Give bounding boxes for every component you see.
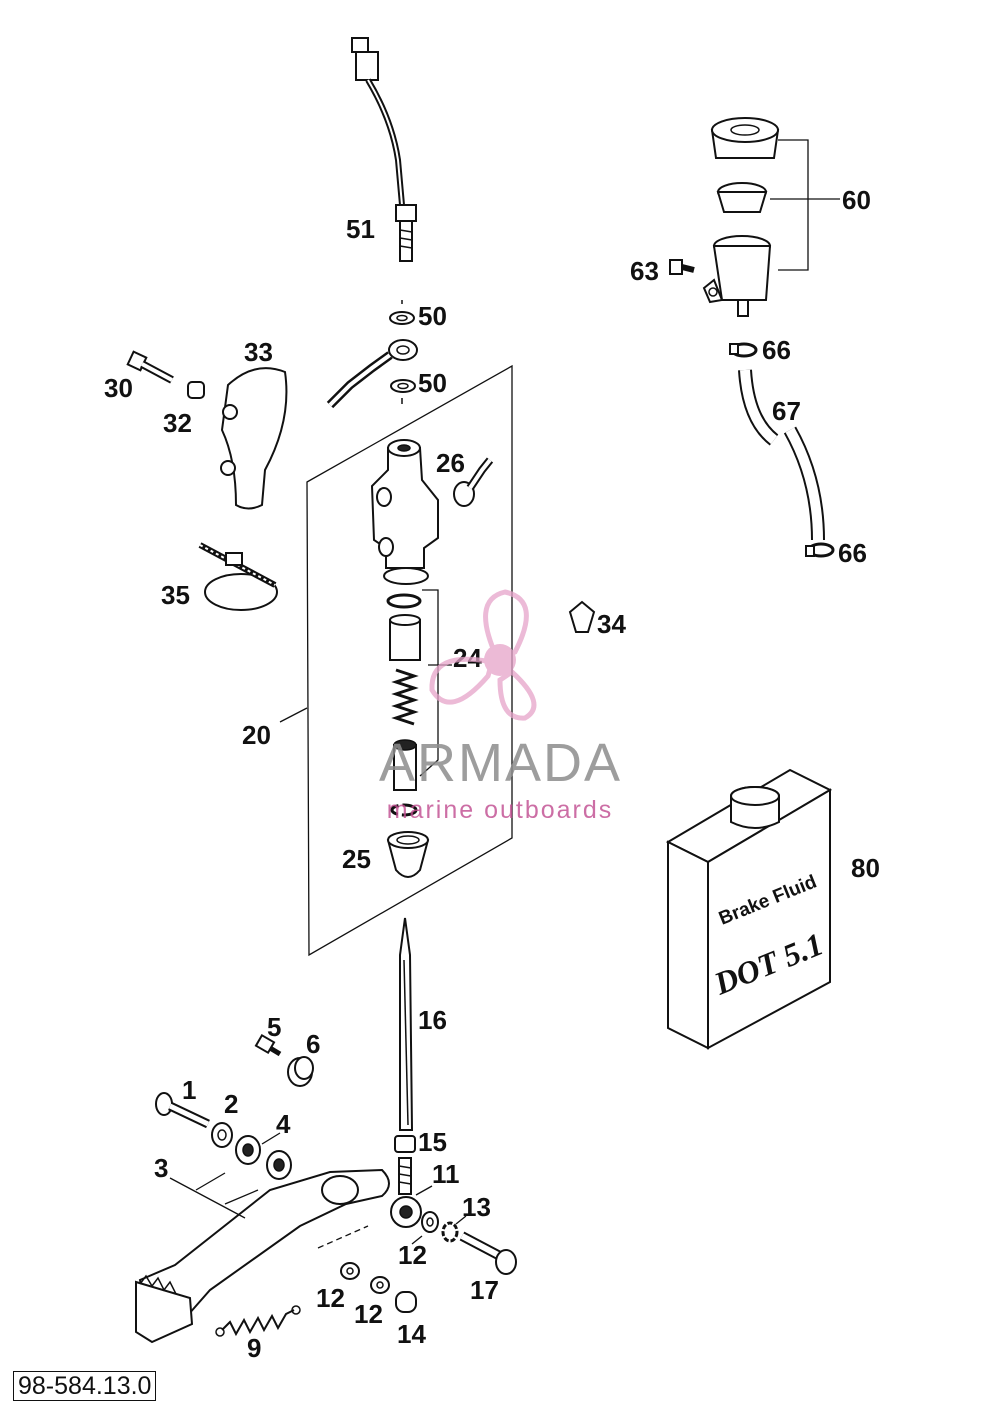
part-14-nut bbox=[395, 1291, 417, 1313]
callout-6: 6 bbox=[306, 1029, 320, 1059]
callout-32: 32 bbox=[163, 408, 192, 438]
part-12-washer-lower-left bbox=[340, 1262, 360, 1280]
part-32-nut bbox=[187, 381, 205, 399]
callout-17: 17 bbox=[470, 1275, 499, 1305]
part-17-bolt bbox=[459, 1231, 517, 1275]
part-66-hose-clamp-top bbox=[729, 342, 758, 358]
part-12-washer-lower-right bbox=[370, 1276, 390, 1294]
callout-66-top: 66 bbox=[762, 335, 791, 365]
callout-14: 14 bbox=[397, 1319, 426, 1349]
part-25-dust-boot bbox=[386, 831, 430, 878]
part-24-piston-kit bbox=[386, 589, 452, 817]
callout-67: 67 bbox=[772, 396, 801, 426]
part-11-clevis bbox=[390, 1157, 433, 1228]
callout-30: 30 bbox=[104, 373, 133, 403]
part-51-brake-light-switch bbox=[351, 37, 417, 262]
propeller-icon bbox=[429, 589, 537, 721]
callout-63: 63 bbox=[630, 256, 659, 286]
part-26-elbow-fitting bbox=[453, 457, 494, 507]
part-50-sealing-washers bbox=[389, 300, 416, 404]
callout-5: 5 bbox=[267, 1012, 281, 1042]
part-33-heel-guard bbox=[220, 367, 288, 510]
watermark-brand-name: ARMADA bbox=[378, 733, 623, 793]
callout-15: 15 bbox=[418, 1127, 447, 1157]
part-67-hose bbox=[738, 369, 825, 541]
master-cylinder-body bbox=[370, 439, 439, 585]
callout-20: 20 bbox=[242, 720, 271, 750]
part-66-hose-clamp-bottom bbox=[805, 542, 835, 558]
callout-9: 9 bbox=[247, 1333, 261, 1363]
callout-51: 51 bbox=[346, 214, 375, 244]
callout-33: 33 bbox=[244, 337, 273, 367]
callout-1: 1 bbox=[182, 1075, 196, 1105]
part-30-bolt bbox=[126, 350, 174, 384]
callout-12-lower-right: 12 bbox=[354, 1299, 383, 1329]
callout-50-bottom: 50 bbox=[418, 368, 447, 398]
assembly-guide-line bbox=[317, 1225, 369, 1249]
part-1-pivot-bolt bbox=[155, 1092, 210, 1129]
part-5-screw bbox=[254, 1033, 282, 1057]
part-6-bushing bbox=[287, 1056, 314, 1087]
callout-4: 4 bbox=[276, 1109, 291, 1139]
watermark-subtitle: marine outboards bbox=[386, 796, 614, 824]
part-3-brake-pedal bbox=[135, 1168, 390, 1344]
callout-35: 35 bbox=[161, 580, 190, 610]
part-12-washer-upper bbox=[411, 1211, 439, 1245]
callout-12-lower-left: 12 bbox=[316, 1283, 345, 1313]
document-number: 98-584.13.0 bbox=[13, 1371, 157, 1401]
callout-2: 2 bbox=[224, 1089, 238, 1119]
callout-12-upper: 12 bbox=[398, 1240, 427, 1270]
callout-25: 25 bbox=[342, 844, 371, 874]
callout-34: 34 bbox=[597, 609, 626, 639]
part-63-screw bbox=[669, 259, 695, 275]
part-15-nut bbox=[394, 1135, 416, 1153]
banjo-hose-fitting bbox=[326, 339, 418, 409]
part-16-push-rod bbox=[399, 917, 414, 1131]
part-35-cable-tie bbox=[198, 542, 278, 611]
part-4-bearings bbox=[235, 1132, 292, 1180]
callout-3: 3 bbox=[154, 1153, 168, 1183]
part-34-clip bbox=[568, 600, 596, 633]
part-80-brake-fluid-can: Brake Fluid DOT 5.1 bbox=[665, 768, 833, 1050]
part-13-nut bbox=[441, 1215, 467, 1243]
callout-26: 26 bbox=[436, 448, 465, 478]
callout-11: 11 bbox=[432, 1159, 460, 1189]
callout-16: 16 bbox=[418, 1005, 447, 1035]
callout-80: 80 bbox=[851, 853, 880, 883]
callout-13: 13 bbox=[462, 1192, 491, 1222]
callout-50-top: 50 bbox=[418, 301, 447, 331]
callout-66-bottom: 66 bbox=[838, 538, 867, 568]
part-20-master-cylinder-outline bbox=[279, 364, 513, 957]
part-60-fluid-reservoir bbox=[702, 117, 840, 317]
callout-60: 60 bbox=[842, 185, 871, 215]
part-9-return-spring bbox=[215, 1305, 301, 1337]
part-2-washer bbox=[211, 1122, 233, 1148]
